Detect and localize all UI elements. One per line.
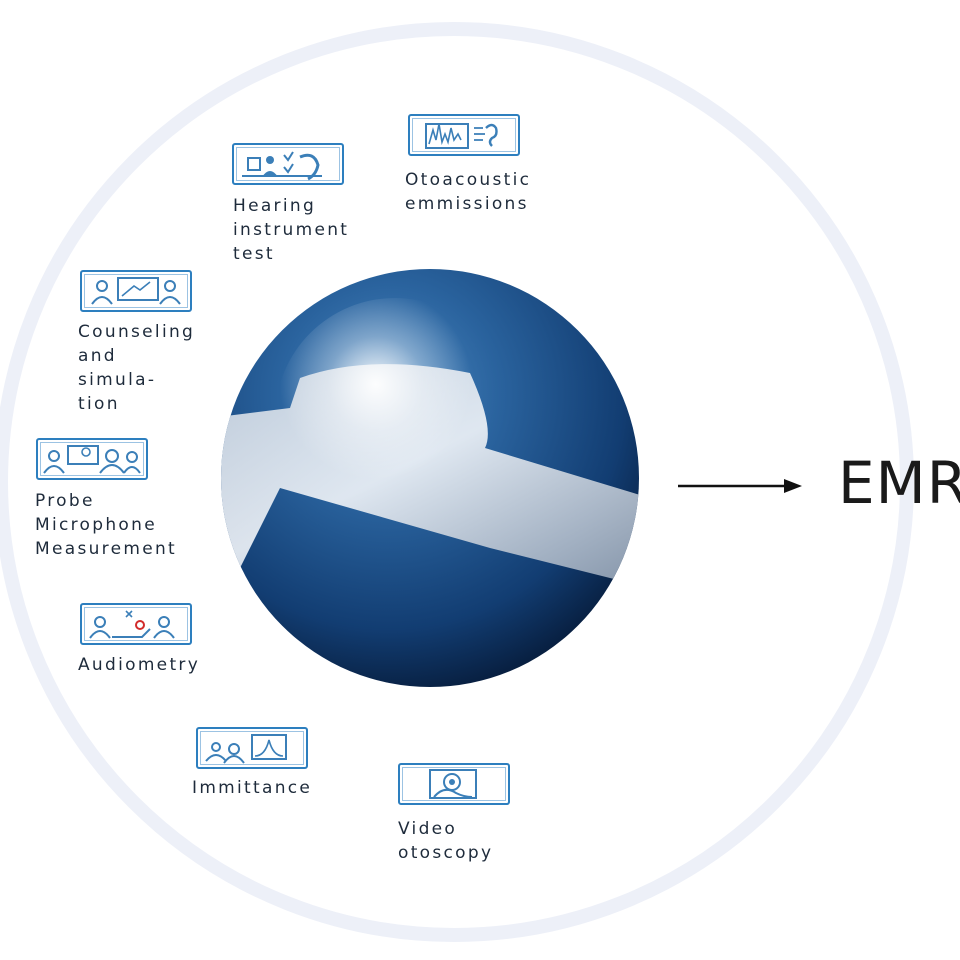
- module-label: Otoacoustic emmissions: [405, 170, 532, 214]
- counseling-icon: [80, 270, 192, 312]
- probe-microphone-icon: [36, 438, 148, 480]
- tympanogram-icon: [196, 727, 308, 769]
- arrow-right-icon: [678, 479, 802, 493]
- module-label: Counseling and simula- tion: [78, 322, 196, 414]
- waveform-ear-icon: [408, 114, 520, 156]
- module-label: Hearing instrument test: [233, 196, 350, 264]
- module-label: Probe Microphone Measurement: [35, 491, 178, 559]
- globe-logo-icon: [221, 269, 639, 687]
- module-label: Audiometry: [78, 655, 201, 675]
- hearing-instrument-icon: [232, 143, 344, 185]
- module-label: Video otoscopy: [398, 819, 494, 863]
- audiogram-icon: [80, 603, 192, 645]
- module-label: Immittance: [192, 778, 313, 798]
- otoscope-icon: [398, 763, 510, 805]
- output-label: EMR: [838, 449, 960, 517]
